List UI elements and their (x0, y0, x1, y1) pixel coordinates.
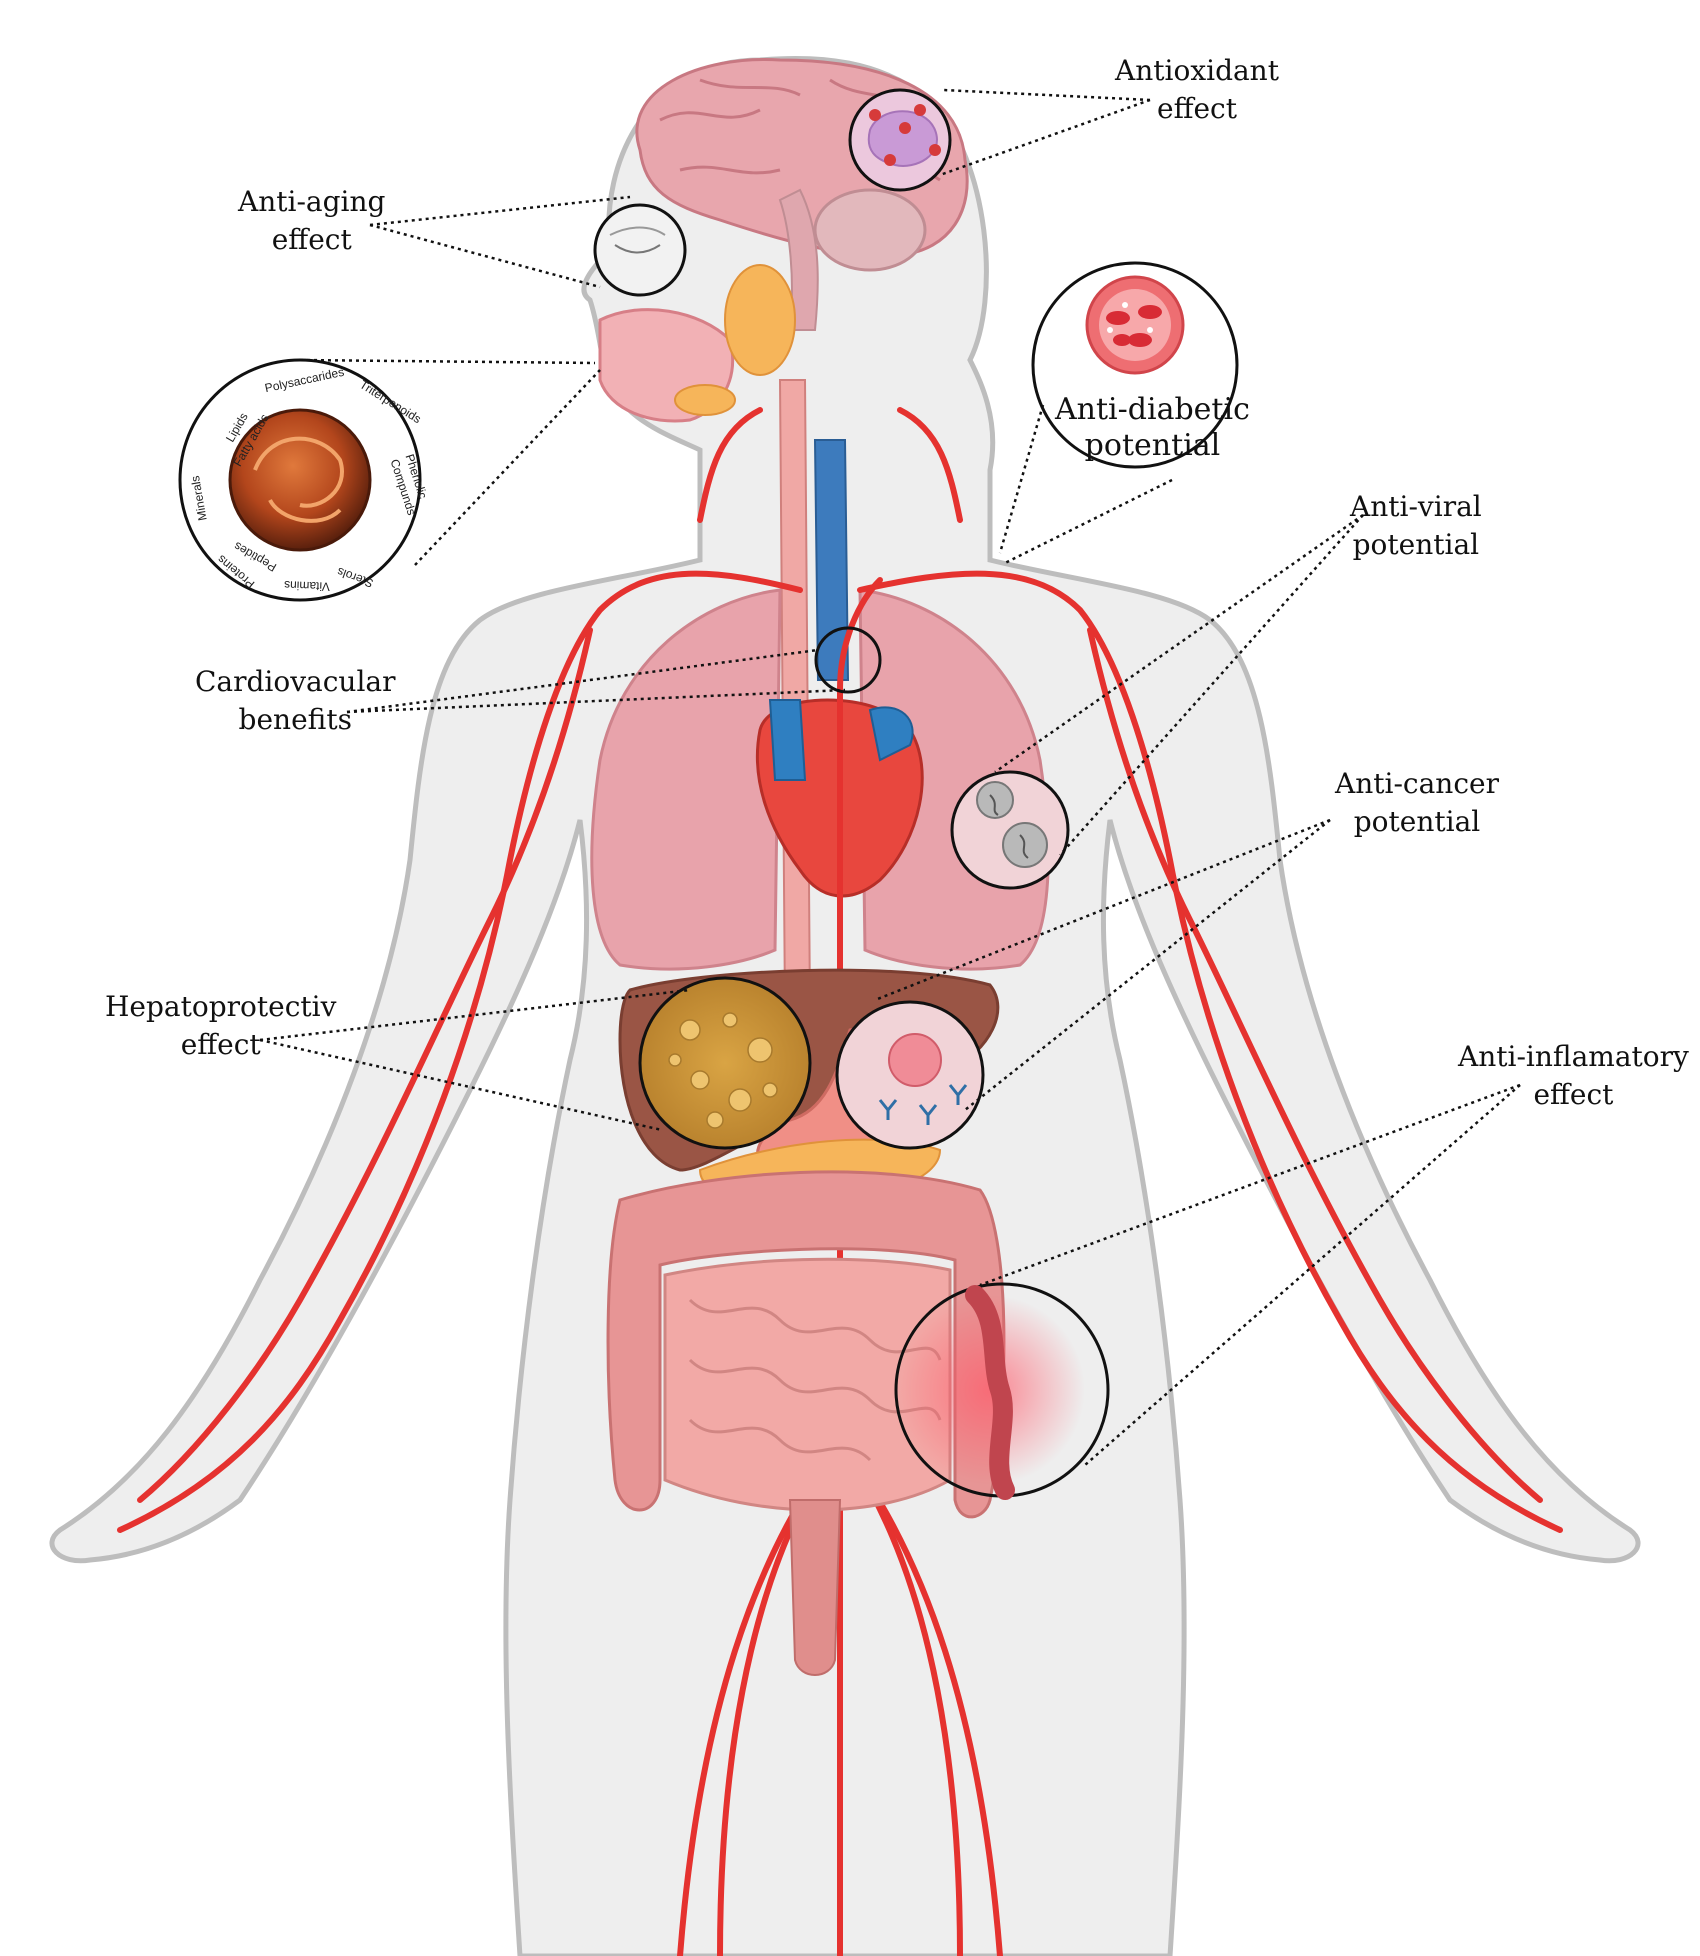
left-lung (590, 588, 782, 971)
face-inset (593, 203, 687, 297)
free-radical-icons (869, 104, 941, 166)
esophagus (778, 379, 812, 1011)
salivary-gland (724, 264, 796, 376)
aorta-inset (814, 626, 882, 694)
vena-cava (768, 699, 914, 781)
leader-lines (259, 88, 1521, 1466)
small-intestine (663, 1257, 952, 1512)
cerebellum (813, 188, 927, 272)
trachea (813, 439, 850, 681)
virus-icon (976, 781, 1048, 868)
antibody-icons (878, 1084, 968, 1125)
fatty-liver-inset (638, 976, 812, 1150)
tumor-cell-icon (888, 1033, 942, 1087)
compound-vitamins: Vitamins (284, 578, 330, 594)
arteries (117, 407, 1563, 1956)
rectum (788, 1499, 842, 1676)
brainstem (778, 188, 819, 331)
